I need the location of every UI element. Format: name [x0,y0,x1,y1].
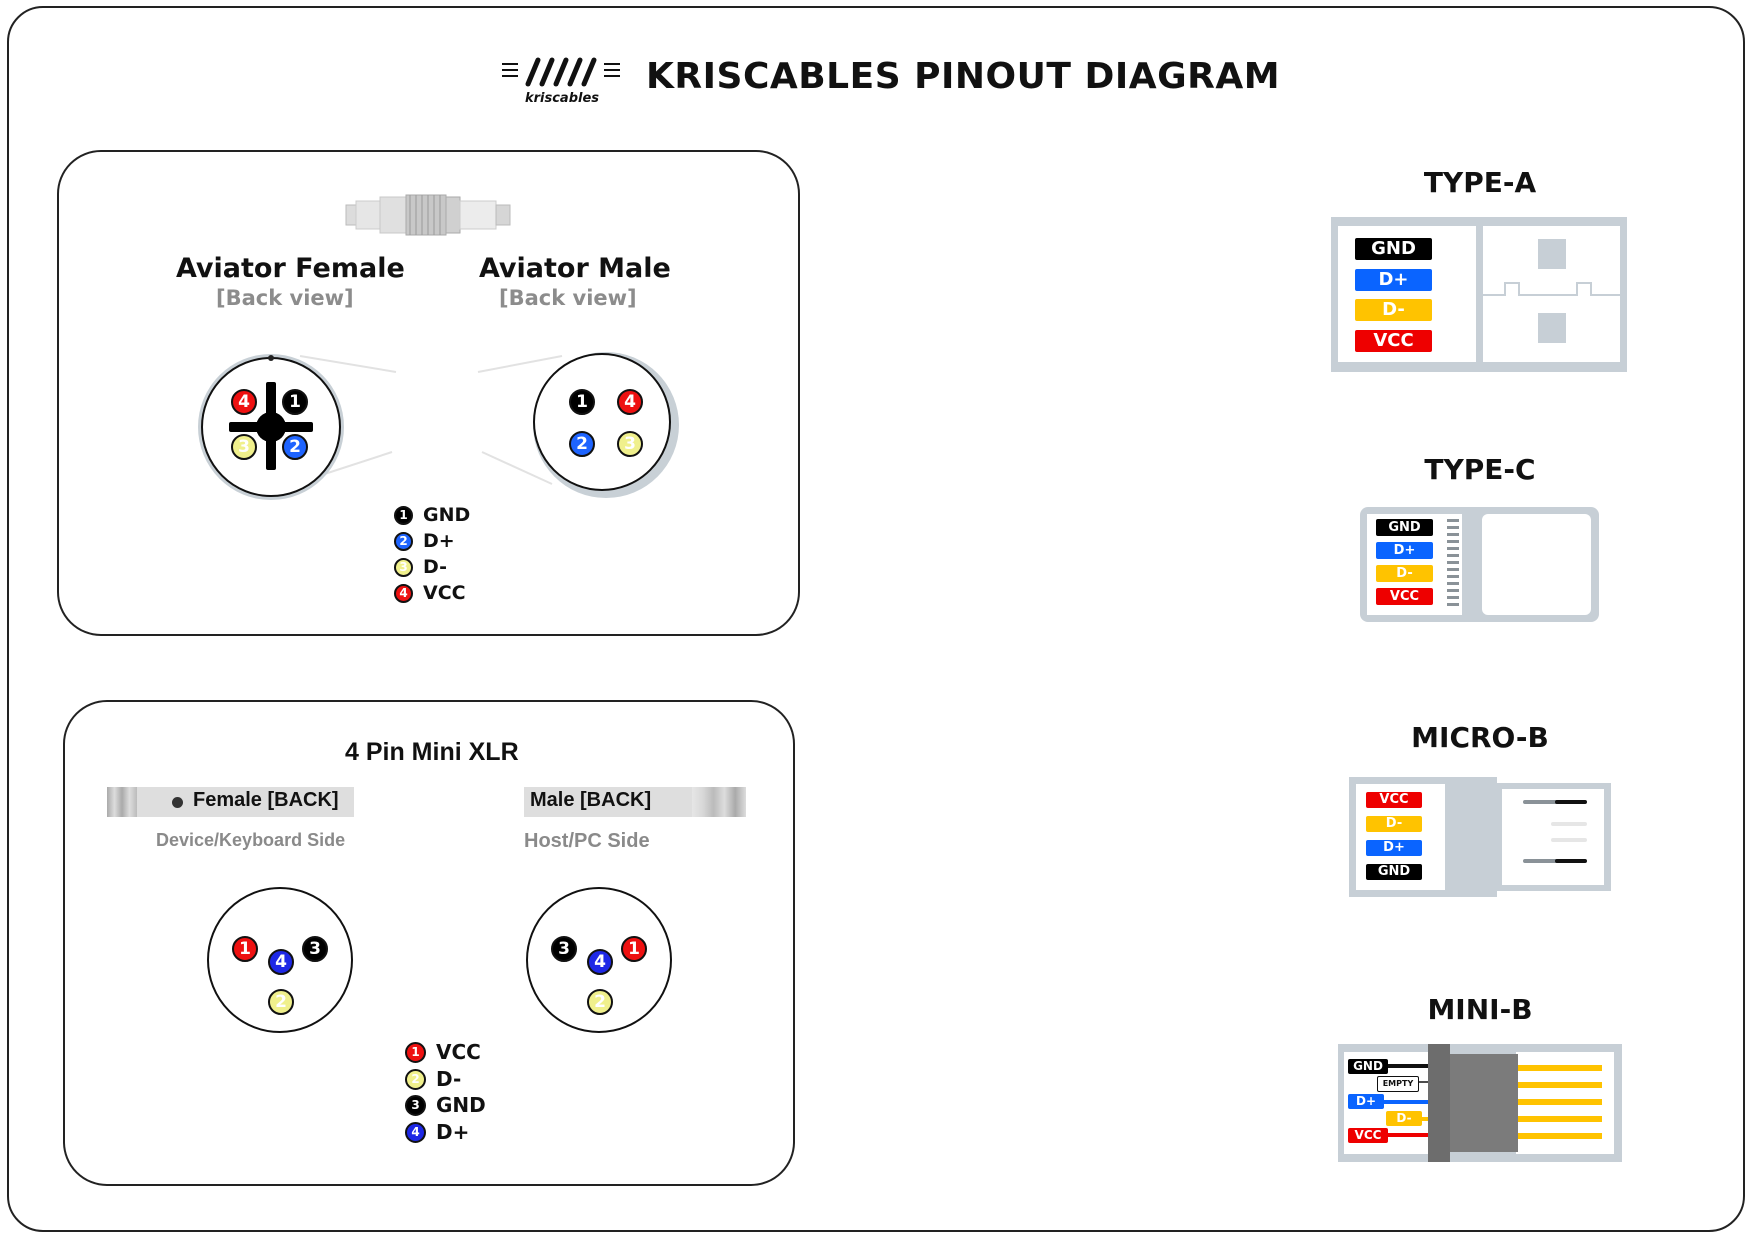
aviator-legend-item: 3 D- [394,556,447,578]
aviator-female-pin: 4 [231,389,257,415]
mini-xlr-title: 4 Pin Mini XLR [345,738,519,766]
legend-label: D- [436,1067,462,1091]
aviator-male-subtitle: [Back view] [499,286,637,310]
pin-dot: 1 [394,505,413,525]
aviator-male-title: Aviator Male [479,253,671,284]
micro-b-pin-vcc: VCC [1366,792,1422,808]
mini-xlr-legend-item: 2 D- [405,1067,461,1091]
mini-b-pin-empty: EMPTY [1377,1076,1419,1092]
type-c-pin-gnd: GND [1376,519,1433,536]
mini-xlr-male-label: Male [BACK] [530,789,652,811]
mini-b-pin-gnd: GND [1348,1059,1388,1074]
aviator-female-pin: 2 [282,434,308,460]
legend-label: VCC [423,582,466,604]
aviator-legend-item: 2 D+ [394,530,455,552]
type-a-pin-dminus: D- [1355,299,1432,321]
mini-xlr-male-bar: Male [BACK] [524,787,692,817]
pin-dot: 2 [394,531,413,551]
aviator-female-title: Aviator Female [176,253,405,284]
aviator-female-pin: 1 [282,389,308,415]
type-a-pin-gnd: GND [1355,238,1432,260]
micro-b-title: MICRO-B [1411,721,1549,754]
aviator-female-connector [198,354,344,500]
aviator-female-subtitle: [Back view] [216,286,354,310]
mini-xlr-male-pin: 3 [551,936,577,962]
aviator-legend-item: 1 GND [394,504,470,526]
female-dot-icon [172,797,183,808]
mini-b-pin-vcc: VCC [1348,1128,1388,1143]
legend-label: D+ [436,1120,470,1144]
pin-dot: 1 [405,1041,426,1063]
aviator-male-pin: 1 [569,389,595,415]
mini-xlr-panel [63,700,795,1186]
legend-label: D+ [423,530,455,552]
mini-b-title: MINI-B [1427,993,1533,1026]
diagram-frame [7,6,1745,1232]
mini-xlr-male-plug [692,787,746,817]
mini-xlr-female-caption: Device/Keyboard Side [156,830,346,850]
legend-label: GND [436,1093,486,1117]
type-c-pin-vcc: VCC [1376,588,1433,605]
pin-dot: 4 [394,583,413,603]
aviator-male-connector [533,352,679,498]
logo-text: kriscables [525,91,599,106]
micro-b-pin-dplus: D+ [1366,840,1422,856]
type-c-pin-dminus: D- [1376,565,1433,582]
mini-xlr-legend-item: 1 VCC [405,1040,481,1064]
aviator-male-pin: 4 [617,389,643,415]
micro-b-pin-gnd: GND [1366,864,1422,880]
mini-b-pin-dminus: D- [1386,1111,1422,1126]
mini-xlr-female-pin: 3 [302,936,328,962]
mini-xlr-female-pin: 4 [268,949,294,975]
pin-dot: 2 [405,1068,426,1090]
aviator-male-pin: 3 [617,431,643,457]
pin-dot: 3 [405,1094,426,1116]
micro-b-pin-dminus: D- [1366,816,1422,832]
mini-xlr-legend-item: 3 GND [405,1093,486,1117]
mini-xlr-female-label: Female [BACK] [193,789,339,811]
type-a-pin-dplus: D+ [1355,269,1432,291]
legend-label: GND [423,504,471,526]
mini-xlr-female-plug [107,787,137,817]
legend-label: VCC [436,1040,481,1064]
type-c-pin-dplus: D+ [1376,542,1433,559]
page-title: KRISCABLES PINOUT DIAGRAM [646,56,1281,97]
aviator-legend-item: 4 VCC [394,582,466,604]
aviator-male-pin: 2 [569,431,595,457]
mini-xlr-female-pin: 2 [268,989,294,1015]
mini-b-pin-dplus: D+ [1348,1094,1384,1109]
legend-label: D- [423,556,448,578]
type-a-pin-vcc: VCC [1355,330,1432,352]
aviator-female-pin: 3 [231,434,257,460]
mini-xlr-male-pin: 2 [587,989,613,1015]
kriscables-logo: kriscables [502,57,620,106]
mini-xlr-male-caption: Host/PC Side [524,830,650,852]
mini-xlr-female-pin: 1 [232,936,258,962]
type-c-title: TYPE-C [1424,453,1536,486]
mini-xlr-legend-item: 4 D+ [405,1120,469,1144]
aviator-panel [57,150,800,636]
pin-dot: 4 [405,1121,426,1143]
pin-dot: 3 [394,557,413,577]
mini-xlr-male-pin: 4 [587,949,613,975]
mini-xlr-female-bar: Female [BACK] [137,787,354,817]
aviator-connector-image [345,194,511,236]
type-a-title: TYPE-A [1423,166,1537,199]
mini-xlr-male-pin: 1 [621,936,647,962]
